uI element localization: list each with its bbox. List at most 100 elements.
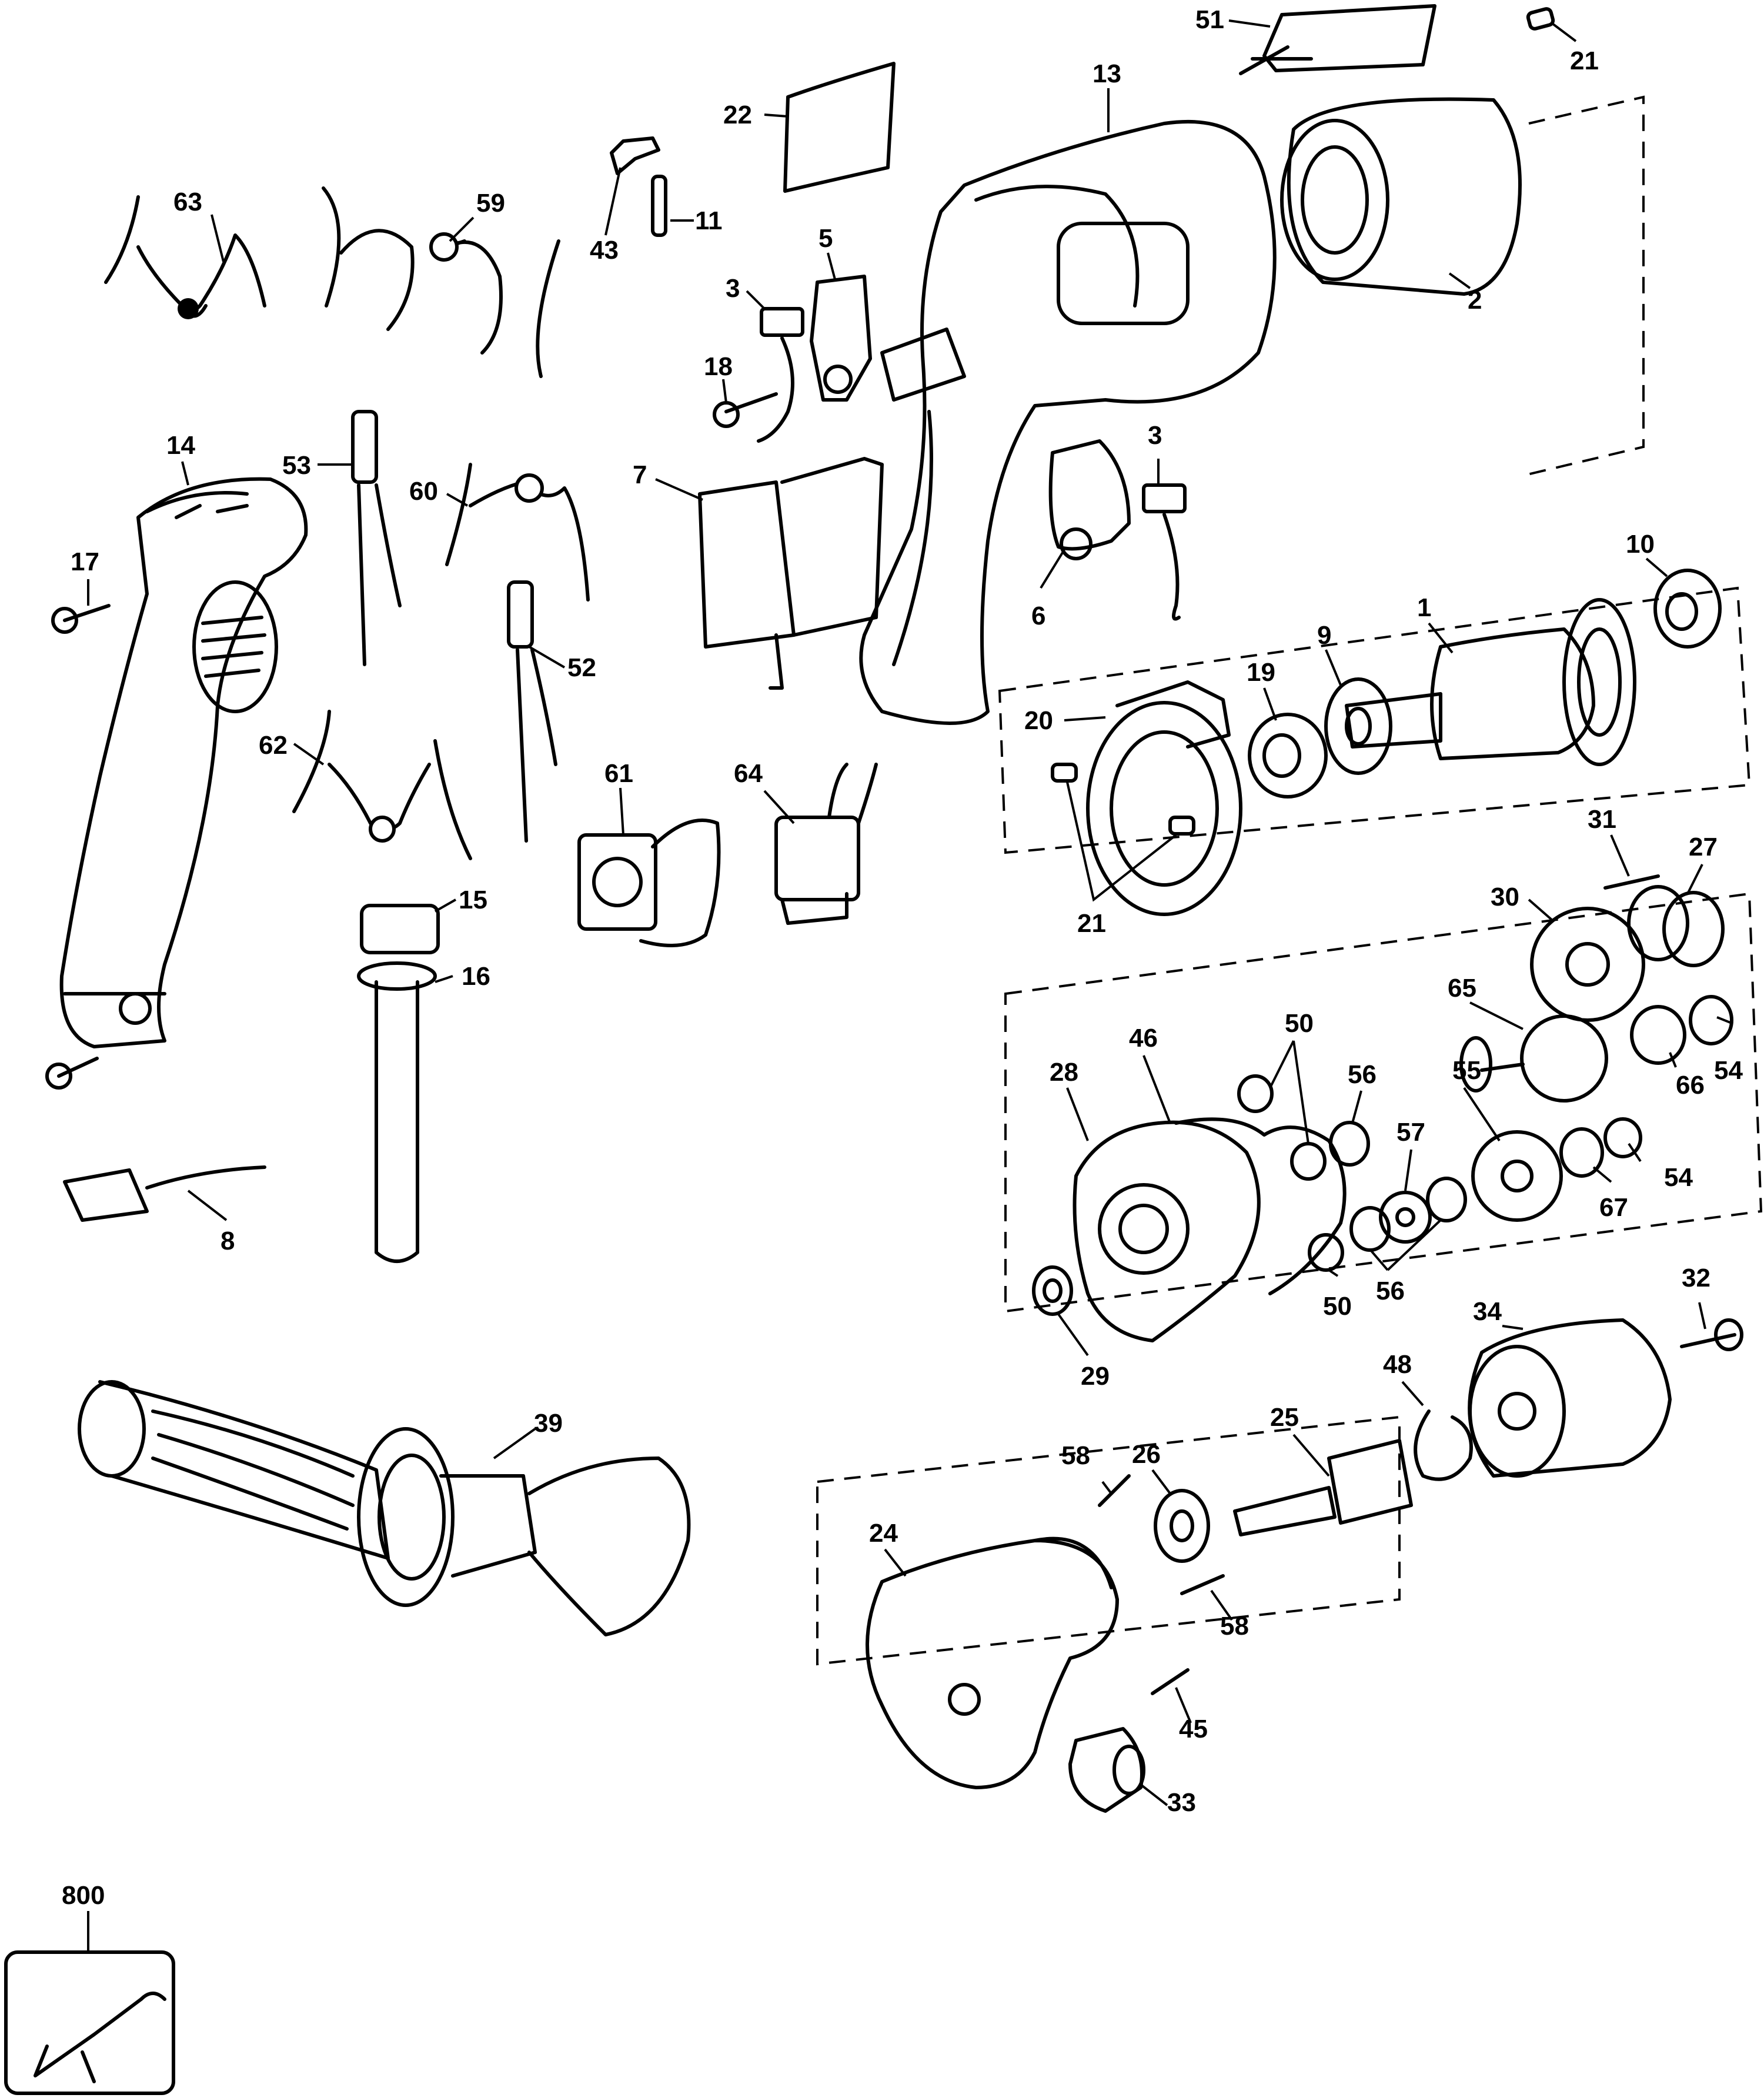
gear-case-assembly-dashed-box [1004,892,1763,1313]
leader-31 [1610,834,1630,877]
part-15-clamp [360,904,440,954]
leader-65 [1469,1001,1524,1030]
callout-1: 1 [1417,593,1431,622]
leader-7 [655,478,703,501]
part-34-chuck [1468,1318,1672,1478]
part-1-armature [1345,598,1636,766]
callout-55: 55 [1452,1056,1481,1085]
callout-2: 2 [1468,286,1482,315]
leader-67 [1592,1166,1612,1183]
part-59-lead-wires [322,186,560,378]
part-39-side-handle [78,1380,691,1636]
callout-64: 64 [734,759,763,788]
part-17-screw-lower [45,1057,99,1090]
leader-48 [1401,1381,1424,1407]
part-32-screw [1680,1318,1743,1351]
part-31-pin [1603,874,1660,890]
callout-25: 25 [1270,1403,1299,1432]
part-61-switch-module [577,819,721,947]
callout-3: 3 [1148,421,1162,450]
callout-63: 63 [173,188,202,216]
part-16-cord-protector [357,961,437,1263]
callout-13: 13 [1093,59,1121,88]
callout-60: 60 [409,477,438,506]
leader-19 [1263,687,1277,721]
leader-64 [763,790,795,824]
part-57-spring-washer [1379,1191,1432,1244]
callout-43: 43 [590,236,619,265]
callout-3: 3 [726,274,740,303]
part-65-gear-shaft [1459,1014,1608,1103]
leader-32 [1698,1302,1706,1329]
part-13-motor-housing [859,120,1277,725]
leader-8 [187,1190,228,1221]
part-54-bearing [1689,995,1733,1045]
leader-58b [1210,1589,1233,1621]
leader-45 [1175,1687,1192,1723]
leader-59 [449,216,475,242]
part-58-screw-lower [1180,1574,1225,1595]
callout-18: 18 [704,352,733,381]
leader-21a [1551,22,1577,42]
callout-39: 39 [534,1409,563,1438]
callout-27: 27 [1689,833,1718,861]
callout-30: 30 [1491,883,1519,911]
callout-33: 33 [1167,1788,1196,1817]
callout-50: 50 [1285,1009,1314,1038]
part-11-connector [651,175,667,237]
part-25-spindle [1233,1439,1413,1536]
part-53-capacitor [351,410,402,666]
leader-22 [764,113,789,118]
callout-10: 10 [1626,530,1655,559]
part-20-baffle [1086,680,1242,916]
part-64-capacitor-module [774,763,878,925]
callout-58: 58 [1061,1441,1090,1470]
callout-56: 56 [1376,1277,1405,1305]
leader-18 [722,379,727,403]
callout-52: 52 [567,653,596,682]
callout-15: 15 [459,886,487,914]
part-58-screw [1098,1474,1131,1507]
leader-54b [1628,1142,1642,1162]
leader-46 [1142,1055,1171,1124]
leader-50b [1328,1269,1339,1277]
part-6-brush-holder [1048,439,1131,560]
leader-57 [1404,1149,1412,1191]
leader-20 [1064,716,1106,721]
callout-32: 32 [1682,1264,1710,1292]
leader-21b [1066,781,1177,902]
part-48-retaining-ring [1414,1409,1473,1481]
callout-24: 24 [869,1519,898,1548]
part-5-brush-holder [810,275,872,402]
leader-39 [493,1428,536,1459]
callout-65: 65 [1448,974,1476,1003]
part-54-bearing-lower [1603,1117,1642,1158]
callout-45: 45 [1179,1715,1208,1743]
part-17-screw [51,604,111,634]
callout-7: 7 [633,460,647,489]
callout-11: 11 [695,206,723,235]
callout-53: 53 [282,451,311,480]
leader-34 [1502,1325,1524,1330]
part-67-washer [1559,1127,1604,1178]
leader-54a [1716,1016,1732,1024]
part-10-bearing [1653,569,1722,649]
gear-housing-dashed-box [816,1415,1401,1666]
leader-2 [1448,272,1471,289]
part-27-bearing [1627,885,1725,967]
callout-8: 8 [220,1227,235,1255]
part-62-lead-wires [292,710,472,860]
part-19-washer [1248,713,1328,799]
callout-21: 21 [1077,909,1106,938]
leader-27 [1686,864,1703,894]
callout-57: 57 [1396,1118,1425,1147]
leader-10 [1645,557,1668,577]
leader-63 [211,214,225,262]
callout-66: 66 [1676,1071,1705,1100]
callout-46: 46 [1129,1024,1158,1053]
part-21-pins [1051,763,1195,836]
part-30-gear [1530,907,1645,1022]
leader-24 [884,1548,907,1577]
callout-62: 62 [259,731,288,760]
part-3-brush-right [1142,483,1187,621]
